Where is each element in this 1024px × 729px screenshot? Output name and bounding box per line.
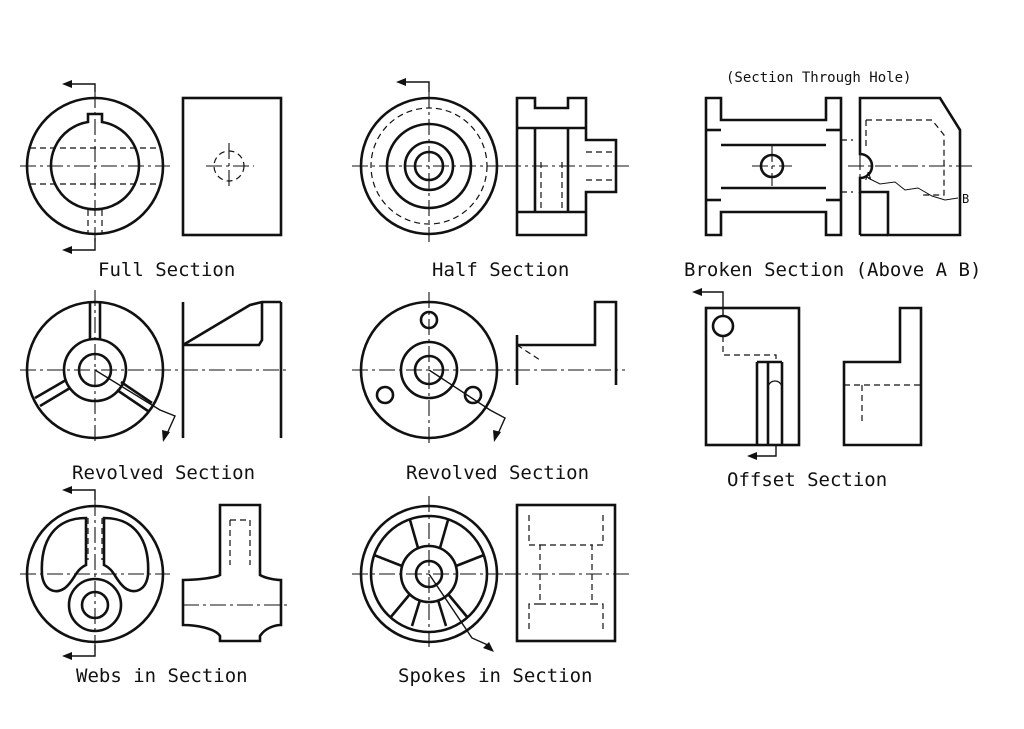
revolved-section-2-drawing [352, 292, 625, 445]
label-offset-section: Offset Section [727, 469, 887, 491]
half-section-drawing [352, 78, 630, 242]
spokes-section-drawing [352, 496, 630, 652]
full-section-drawing [20, 80, 283, 254]
label-half-section: Half Section [432, 259, 569, 281]
label-broken-b: B [962, 192, 969, 206]
label-spokes-in-section: Spokes in Section [398, 665, 592, 687]
label-webs-in-section: Webs in Section [76, 665, 248, 687]
broken-section-drawing [704, 96, 975, 237]
label-full-section: Full Section [98, 259, 235, 281]
offset-section-drawing [692, 288, 923, 460]
label-revolved-section-1: Revolved Section [72, 462, 255, 484]
label-broken-section: Broken Section (Above A B) [684, 259, 981, 281]
label-broken-a: A [865, 170, 872, 183]
label-revolved-section-2: Revolved Section [406, 462, 589, 484]
revolved-section-1-drawing [20, 290, 290, 445]
label-broken-note: (Section Through Hole) [726, 70, 911, 86]
webs-section-drawing [20, 486, 290, 660]
